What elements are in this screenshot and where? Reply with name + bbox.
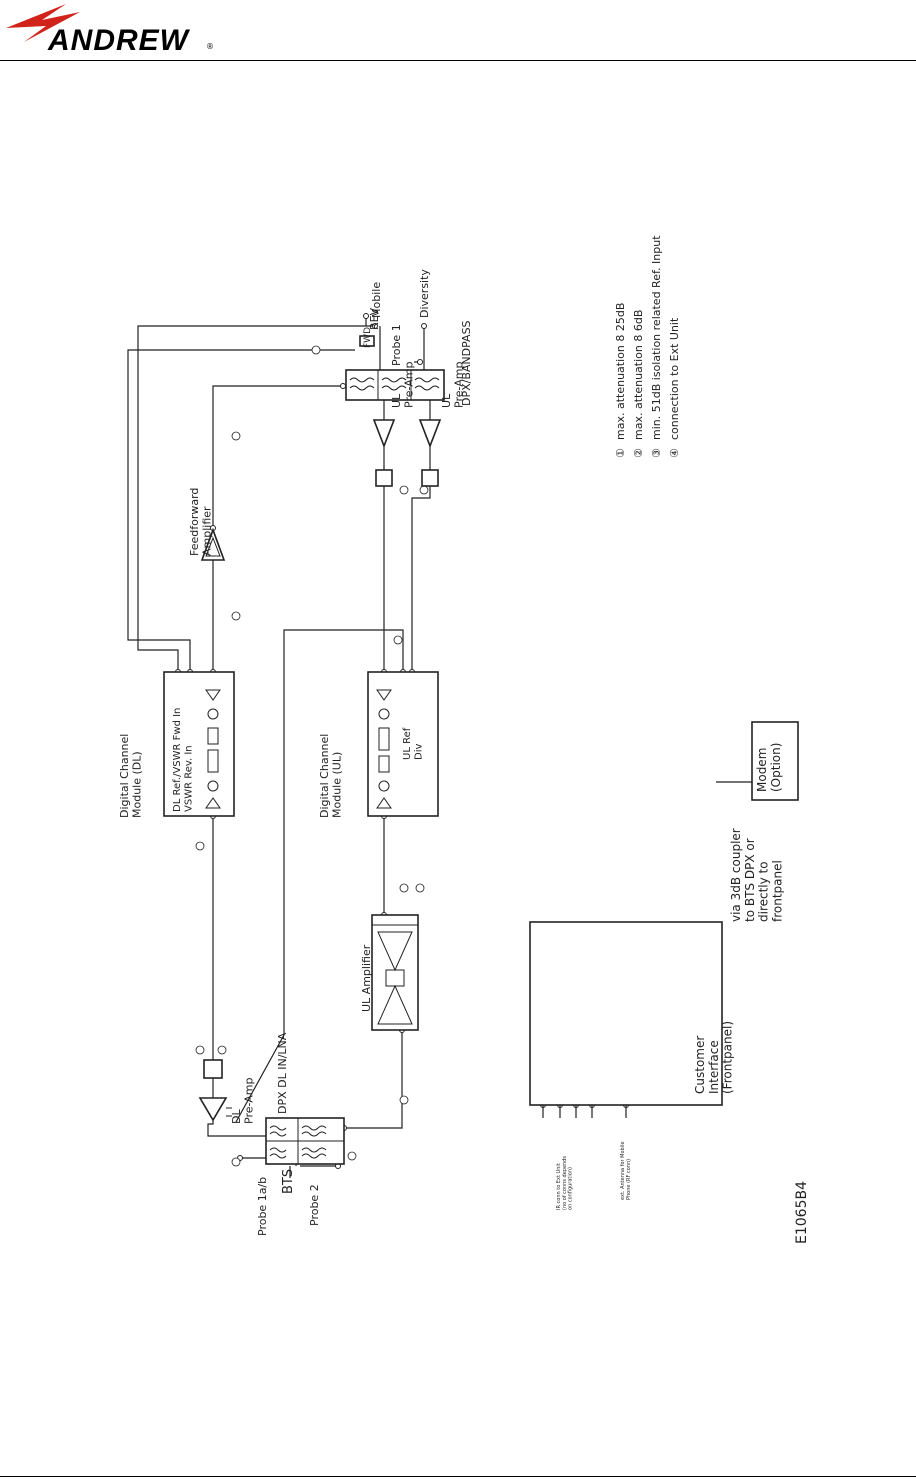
label-ci-note1: IR conn to Ext Unit(no of conns dependso… bbox=[556, 1156, 574, 1210]
label-dcm-ul-inner: UL RefDiv bbox=[402, 727, 425, 760]
label-dcm-dl-title: Digital ChannelModule (DL) bbox=[118, 734, 144, 818]
label-fwd: FWD bbox=[363, 327, 373, 348]
label-mobile: Mobile bbox=[370, 282, 383, 318]
footer-divider bbox=[0, 1476, 916, 1477]
dcm-dl-block bbox=[163, 671, 235, 817]
label-diversity: Diversity bbox=[418, 269, 431, 318]
ul-preamp-1-coupler bbox=[375, 469, 393, 487]
dcm-ul-block bbox=[367, 671, 439, 817]
label-ul-preamp-1: UL Pre-Amp bbox=[390, 362, 416, 408]
label-ul-preamp-1-line: UL bbox=[390, 393, 403, 408]
andrew-lightning-logo-icon bbox=[6, 4, 80, 42]
label-figure-code: E1065B4 bbox=[794, 1181, 810, 1244]
label-dpx-bandpass: DPX/BANDPASS bbox=[460, 320, 473, 406]
ul-preamp-2-coupler bbox=[421, 469, 439, 487]
ul-preamp-2-icon bbox=[418, 419, 442, 449]
andrew-logo-text: ANDREW bbox=[48, 24, 189, 57]
legend: ① max. attenuation 8 25dB ② max. attenua… bbox=[614, 235, 681, 458]
label-dpx-dl-in-lna: DPX DL IN/LNA bbox=[276, 1032, 289, 1114]
label-dcm-ul-title: Digital ChannelModule (UL) bbox=[318, 734, 344, 818]
ul-preamp-1-icon bbox=[372, 419, 396, 449]
label-customer-interface: CustomerInterface(Frontpanel) bbox=[693, 1021, 735, 1094]
legend-mark-4: ④ bbox=[668, 448, 681, 458]
dpx-dl-in-lna-filter bbox=[265, 1117, 345, 1165]
label-rev: REV bbox=[368, 307, 381, 330]
label-ul-amplifier: UL Amplifier bbox=[360, 944, 373, 1012]
label-feedforward: FeedforwardAmplifier bbox=[188, 488, 214, 556]
signal-lines bbox=[127, 316, 772, 1178]
label-via-coupler: via 3dB couplerto BTS DPX ordirectly tof… bbox=[729, 828, 784, 922]
label-ci-note2: ext. Antenna for MobilePhone (RF conn) bbox=[620, 1141, 632, 1200]
diagram-labels: REV Mobile Diversity Probe 1 FWD DPX/BAN… bbox=[118, 269, 810, 1244]
label-probe-1ab: Probe 1a/b bbox=[256, 1177, 269, 1236]
customer-interface-block bbox=[529, 921, 723, 1118]
registered-mark: ® bbox=[206, 42, 214, 51]
ul-amplifier-block bbox=[371, 914, 419, 1031]
label-dcm-dl-inner: DL Ref./VSWR Fwd InVSWR Rev. In bbox=[172, 708, 195, 812]
legend-mark-3: ③ bbox=[650, 448, 663, 458]
label-ul-preamp-2: UL Pre-Amp bbox=[440, 362, 466, 408]
dl-preamp-icon bbox=[198, 1059, 232, 1122]
feedforward-amplifier-icon bbox=[200, 527, 226, 561]
modem-block bbox=[751, 721, 799, 801]
dpx-bandpass-filter bbox=[345, 369, 445, 401]
label-probe1: Probe 1 bbox=[390, 324, 403, 366]
label-bts: BTS bbox=[281, 1169, 296, 1194]
label-dl-preamp: DLPre-Amp bbox=[230, 1078, 256, 1124]
legend-text-4: connection to Ext Unit bbox=[668, 317, 681, 440]
header-divider bbox=[0, 60, 916, 61]
legend-text-3: min. 51dB isolation related Ref. Input bbox=[650, 235, 663, 440]
legend-text-2: max. attenuation 8 6dB bbox=[632, 310, 645, 440]
label-ul-preamp-2-line: UL bbox=[440, 393, 453, 408]
label-modem: Modem(Option) bbox=[755, 743, 783, 792]
legend-mark-1: ① bbox=[614, 448, 627, 458]
page-header: ANDREW ® bbox=[0, 0, 916, 62]
fwd-coupler-box bbox=[359, 335, 375, 347]
legend-text-1: max. attenuation 8 25dB bbox=[614, 303, 627, 440]
legend-mark-2: ② bbox=[632, 448, 645, 458]
label-probe2: Probe 2 bbox=[308, 1184, 321, 1226]
reference-markers bbox=[195, 345, 429, 1167]
